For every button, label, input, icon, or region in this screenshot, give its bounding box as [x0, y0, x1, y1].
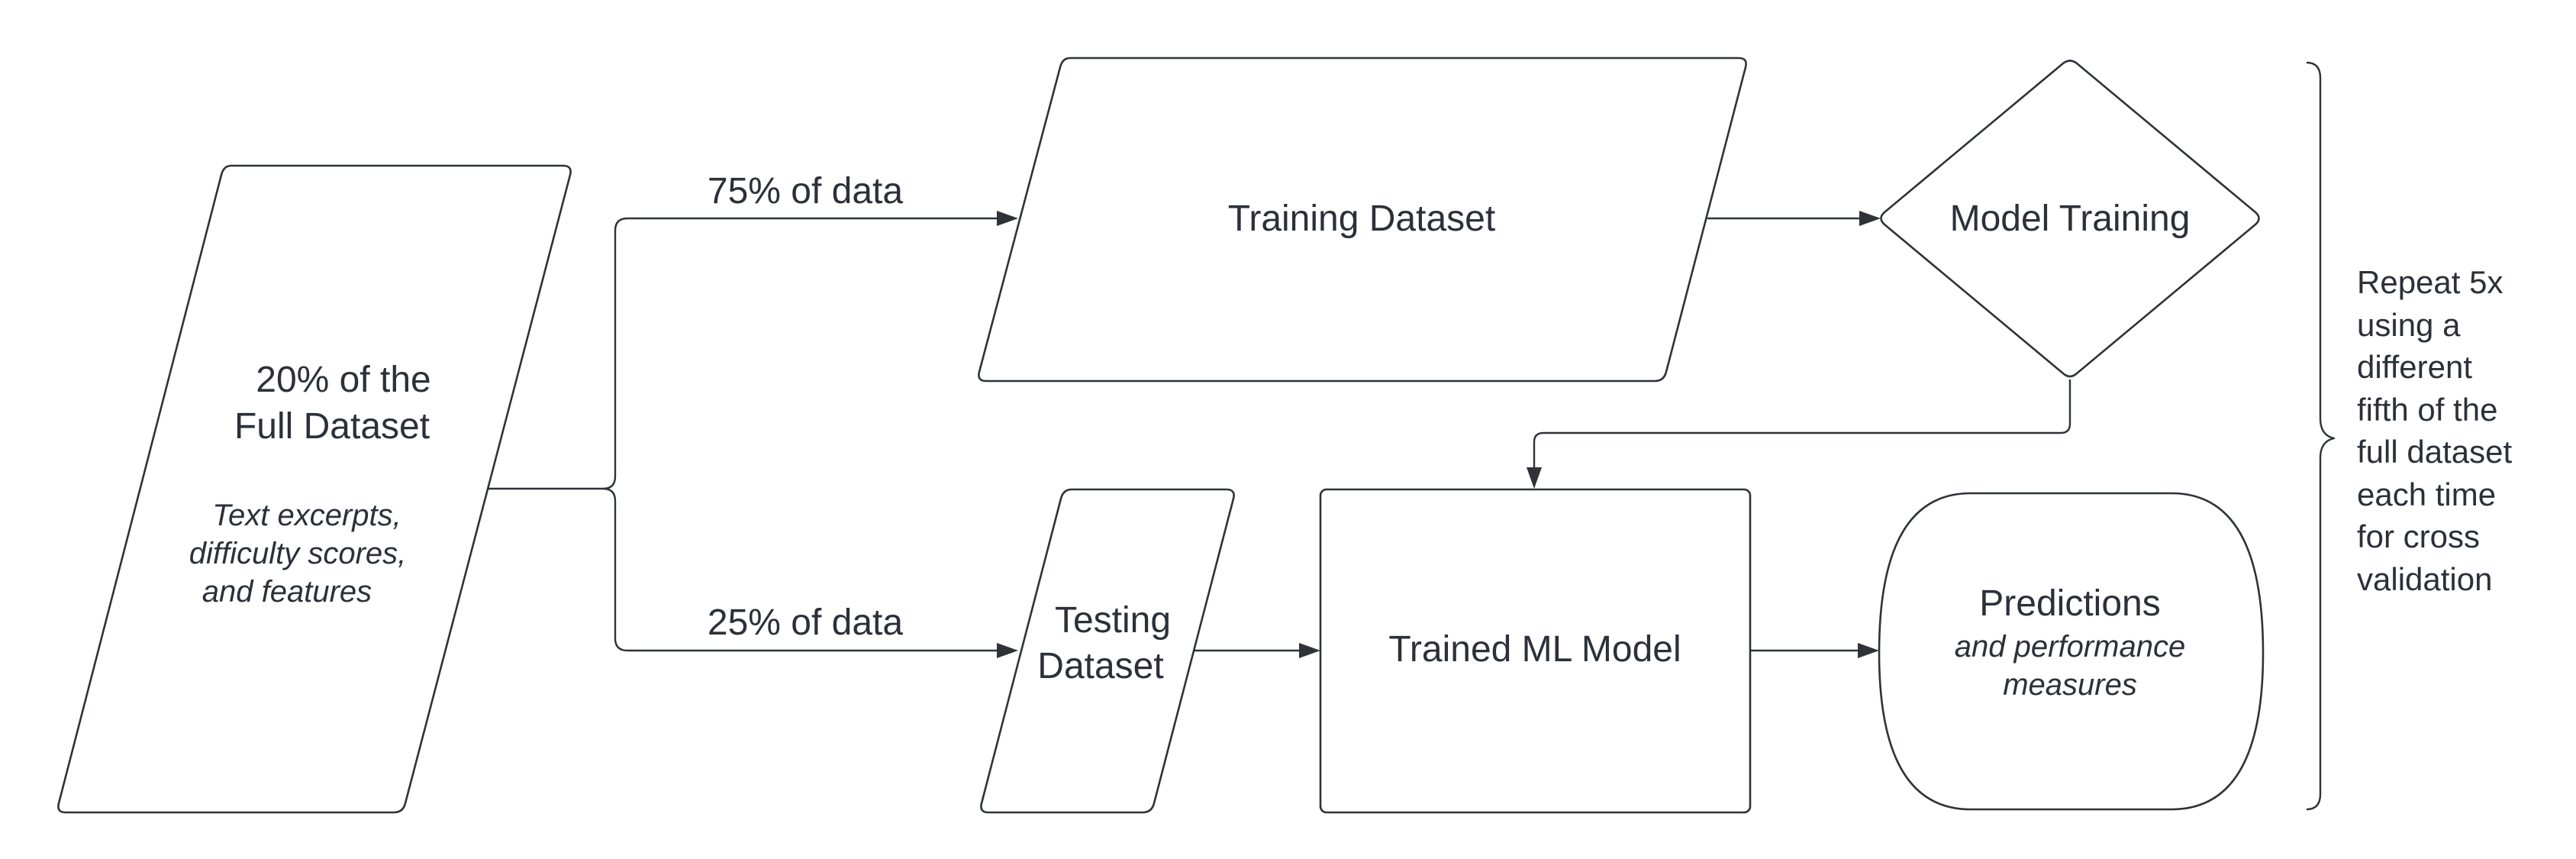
note-line-7: for cross	[2357, 518, 2480, 554]
node-training-dataset	[978, 57, 1747, 383]
training-dataset-title: Training Dataset	[1228, 199, 1495, 239]
predictions-title: Predictions	[1979, 583, 2160, 624]
note-line-3: different	[2357, 349, 2472, 385]
note-line-1: Repeat 5x	[2357, 264, 2503, 300]
note-line-8: validation	[2357, 561, 2492, 597]
note-line-2: using a	[2357, 307, 2461, 343]
trained-ml-model-title: Trained ML Model	[1388, 629, 1681, 670]
edge-label-25-percent: 25% of data	[708, 602, 904, 643]
node-trained-ml-model	[1319, 488, 1752, 814]
predictions-subtitle-line-2: measures	[2003, 668, 2137, 702]
node-model-training	[1880, 60, 2260, 378]
testing-dataset-title-line-2: Dataset	[1037, 646, 1163, 686]
arrow-to-trained-model-top	[1527, 467, 1542, 489]
arrow-to-trained-model-left	[1299, 643, 1320, 658]
node-testing-dataset	[980, 488, 1235, 814]
note-line-6: each time	[2357, 476, 2496, 512]
node-predictions	[1878, 492, 2265, 811]
full-dataset-title-line-1: 20% of the	[256, 360, 431, 400]
connectors	[487, 211, 2071, 658]
arrow-to-model-training	[1859, 211, 1881, 226]
testing-dataset-title-line-1: Testing	[1055, 600, 1171, 641]
model-training-title: Model Training	[1950, 199, 2191, 239]
edge-label-75-percent: 75% of data	[708, 171, 904, 212]
full-dataset-subtitle-line-2: difficulty scores,	[189, 537, 407, 570]
full-dataset-subtitle-line-3: and features	[202, 575, 372, 609]
connector-split-to-testing	[602, 487, 1015, 652]
full-dataset-title-line-2: Full Dataset	[234, 406, 430, 447]
note-line-5: full dataset	[2357, 434, 2512, 470]
connector-split-to-training	[487, 217, 1015, 490]
note-line-4: fifth of the	[2357, 392, 2497, 428]
full-dataset-subtitle-line-1: Text excerpts,	[212, 499, 401, 532]
predictions-subtitle-line-1: and performance	[1955, 630, 2185, 664]
arrow-to-training-dataset	[997, 211, 1018, 226]
arrow-to-predictions	[1858, 643, 1879, 658]
connector-model-training-to-trained-model	[1533, 379, 2071, 470]
repeat-brace	[2306, 61, 2336, 811]
node-full-dataset	[57, 164, 572, 814]
repeat-note: Repeat 5x using a different fifth of the…	[2357, 264, 2512, 597]
arrow-to-testing-dataset	[997, 643, 1018, 658]
